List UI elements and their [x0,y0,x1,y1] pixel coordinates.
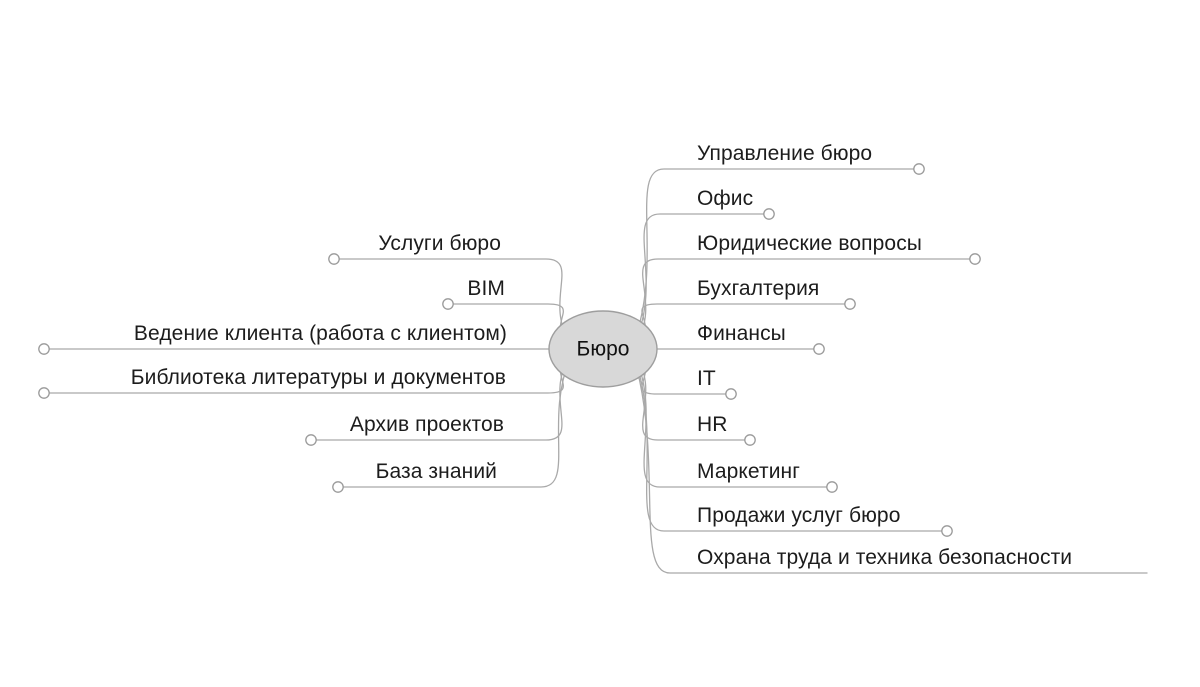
branch-connector [635,258,976,343]
branch-connector [635,168,920,336]
branch-endpoint-node[interactable] [969,253,981,265]
mindmap-branch[interactable]: Офис [635,187,775,339]
mindmap-branch[interactable]: Библиотека литературы и документов [38,351,571,399]
mindmap-branch[interactable]: Ведение клиента (работа с клиентом) [38,322,571,355]
center-node-label: Бюро [577,338,630,361]
branch-label: Услуги бюро [378,232,501,255]
branch-label: Архив проектов [350,413,504,436]
branch-label: Маркетинг [697,460,800,483]
mindmap-branch[interactable]: Управление бюро [635,142,925,336]
mindmap-branch[interactable]: Охрана труда и техника безопасности [635,366,1148,574]
branch-connector [635,366,1148,574]
branch-connector [337,359,571,488]
branch-endpoint-node[interactable] [744,434,756,446]
branch-connector [635,359,833,488]
mindmap-branch[interactable]: Маркетинг [635,359,838,493]
branch-label: База знаний [376,460,497,483]
mindmap-branch[interactable]: IT [635,351,737,400]
mindmap-branch[interactable]: Финансы [635,322,825,355]
branch-endpoint-node[interactable] [328,253,340,265]
branch-label: HR [697,413,728,436]
mindmap-branch[interactable]: База знаний [332,359,571,493]
mindmap-branch[interactable]: Продажи услуг бюро [635,362,953,537]
branch-endpoint-node[interactable] [305,434,317,446]
branch-endpoint-node[interactable] [813,343,825,355]
branch-label: Финансы [697,322,786,345]
branch-label: Ведение клиента (работа с клиентом) [134,322,507,345]
branch-connector [635,362,948,532]
branch-label: Офис [697,187,753,210]
branch-label: Бухгалтерия [697,277,819,300]
branch-label: Управление бюро [697,142,872,165]
branch-label: IT [697,367,716,390]
branch-endpoint-node[interactable] [38,343,50,355]
branch-connector [635,213,770,339]
branch-endpoint-node[interactable] [941,525,953,537]
branch-label: Юридические вопросы [697,232,922,255]
branch-endpoint-node[interactable] [725,388,737,400]
branch-label: BIM [467,277,505,300]
center-node-ellipse[interactable] [548,310,658,388]
branch-label: Библиотека литературы и документов [131,366,506,389]
branch-endpoint-node[interactable] [38,387,50,399]
branch-endpoint-node[interactable] [763,208,775,220]
mindmap-branch[interactable]: HR [635,355,756,446]
branch-endpoint-node[interactable] [844,298,856,310]
center-node-group[interactable]: Бюро [548,310,658,388]
branch-endpoint-node[interactable] [826,481,838,493]
branch-endpoint-node[interactable] [913,163,925,175]
branch-label: Продажи услуг бюро [697,504,900,527]
branch-label: Охрана труда и техника безопасности [697,546,1072,569]
branch-endpoint-node[interactable] [332,481,344,493]
branch-endpoint-node[interactable] [442,298,454,310]
